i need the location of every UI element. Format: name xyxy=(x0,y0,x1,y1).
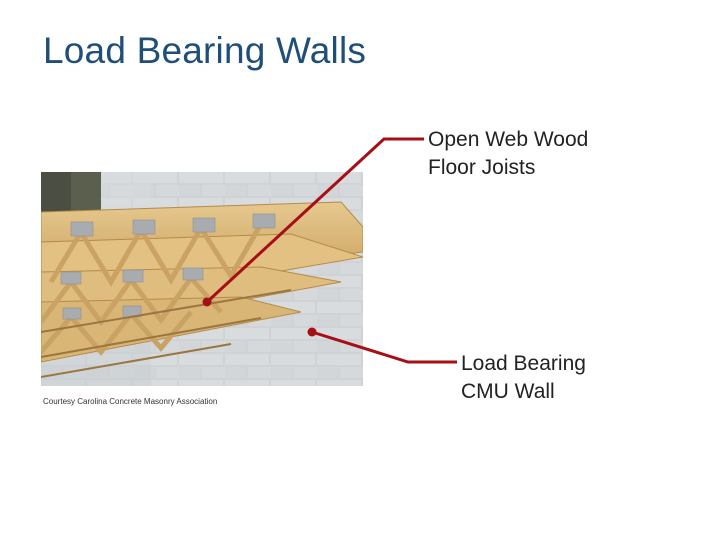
slide-title: Load Bearing Walls xyxy=(43,30,367,71)
callout-cmu-wall-line2: CMU Wall xyxy=(461,380,555,403)
callout-cmu-wall: Load Bearing CMU Wall xyxy=(461,350,586,406)
callout-floor-joists-line2: Floor Joists xyxy=(428,156,536,179)
callout-cmu-wall-line1: Load Bearing xyxy=(461,352,586,375)
leader-dot-joists xyxy=(202,297,212,307)
leader-line-joists xyxy=(205,137,424,304)
leader-dot-cmu xyxy=(307,327,317,337)
callout-floor-joists: Open Web Wood Floor Joists xyxy=(428,126,588,182)
callout-floor-joists-line1: Open Web Wood xyxy=(428,128,589,151)
photo-credit: Courtesy Carolina Concrete Masonry Assoc… xyxy=(43,397,218,406)
leader-line-cmu xyxy=(311,330,457,364)
